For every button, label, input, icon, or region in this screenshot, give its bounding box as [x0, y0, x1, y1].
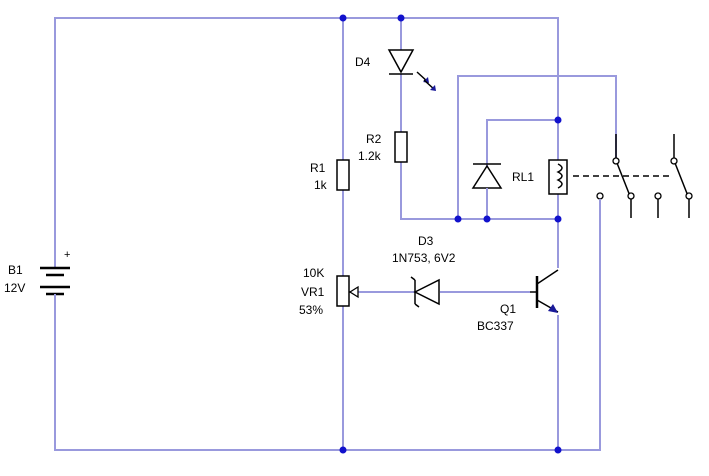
zener-diode-d3	[410, 276, 440, 308]
pot-value: 10K	[303, 266, 324, 280]
battery-ref: B1	[8, 263, 23, 277]
junction	[554, 116, 562, 124]
relay-contacts	[596, 134, 693, 218]
junction	[339, 14, 347, 22]
led-d4	[387, 49, 436, 91]
junction	[554, 446, 562, 454]
r2-value: 1.2k	[358, 149, 382, 163]
battery-value: 12V	[4, 281, 25, 295]
junction	[454, 215, 462, 223]
transistor-ref: Q1	[500, 302, 516, 316]
battery-symbol: +	[40, 249, 70, 300]
r1-value: 1k	[314, 178, 328, 192]
zener-value: 1N753, 6V2	[392, 251, 456, 265]
resistor-r2	[394, 131, 408, 163]
battery-plus-sign: +	[64, 249, 70, 261]
freewheel-diode	[471, 163, 503, 219]
wire-bottom-rail	[54, 200, 601, 451]
potentiometer-vr1	[336, 275, 359, 307]
wire-top-rail	[54, 17, 559, 262]
pot-setting: 53%	[299, 303, 323, 317]
junction-dots	[339, 14, 562, 454]
zener-ref: D3	[418, 234, 434, 248]
wires	[54, 17, 617, 451]
led-ref: D4	[355, 55, 371, 69]
junction	[554, 215, 562, 223]
r2-ref: R2	[366, 132, 382, 146]
transistor-q1	[530, 269, 559, 313]
wire-r2-bottom	[400, 162, 558, 220]
junction	[483, 215, 491, 223]
wire-relay-loop-outer	[457, 75, 617, 219]
junction	[339, 446, 347, 454]
relay-ref: RL1	[512, 170, 534, 184]
transistor-value: BC337	[477, 319, 514, 333]
resistor-r1	[336, 159, 350, 191]
junction	[397, 14, 405, 22]
pot-ref: VR1	[301, 285, 325, 299]
r1-ref: R1	[310, 161, 326, 175]
relay-coil	[548, 159, 568, 195]
